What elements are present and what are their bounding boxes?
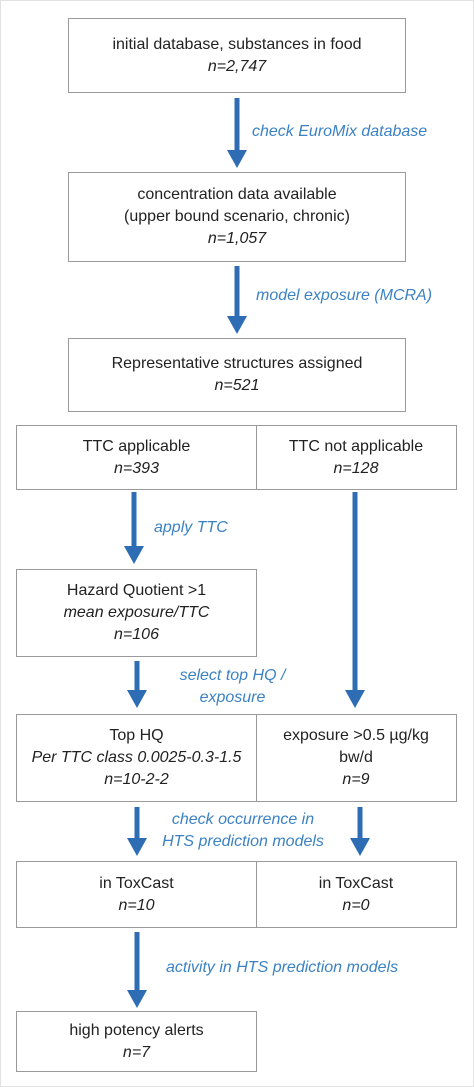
arrow-5 [127, 661, 147, 708]
high-potency-alerts-box: high potency alerts n=7 [16, 1011, 257, 1072]
step-model-exposure: model exposure (MCRA) [256, 287, 433, 304]
toxcast-right-box: in ToxCast n=0 [255, 861, 457, 928]
ttc-not-applicable-box: TTC not applicable n=128 [255, 425, 457, 490]
toxcast-right-count: n=0 [342, 896, 370, 914]
toxcast-left-title: in ToxCast [99, 874, 174, 892]
ttc-not-applicable-title: TTC not applicable [288, 437, 424, 455]
top-hq-title: Top HQ [109, 727, 164, 744]
toxcast-right-title: in ToxCast [318, 874, 394, 892]
exposure-box: exposure >0.5 µg/kg bw/d n=9 [255, 714, 457, 802]
step-activity-hts: activity in HTS prediction models [166, 959, 399, 976]
arrow-4 [345, 492, 365, 708]
concentration-box: concentration data available (upper boun… [68, 172, 406, 262]
top-hq-count: n=10-2-2 [104, 771, 169, 788]
initial-count: n=2,747 [207, 57, 267, 75]
step-check-euromix: check EuroMix database [252, 123, 428, 140]
concentration-count: n=1,057 [207, 230, 267, 247]
exposure-line1: exposure >0.5 µg/kg [283, 727, 429, 744]
concentration-line1: concentration data available [137, 186, 337, 203]
step-occurrence-line2: HTS prediction models [162, 833, 324, 850]
initial-database-box: initial database, substances in food n=2… [68, 18, 406, 93]
representative-box: Representative structures assigned n=521 [68, 338, 406, 412]
arrow-1 [227, 98, 247, 168]
step-select-top-hq: select top HQ / exposure [160, 665, 305, 709]
step-occurrence-line1: check occurrence in [171, 811, 315, 828]
ttc-applicable-count: n=393 [114, 459, 159, 477]
arrow-8 [127, 932, 147, 1008]
top-hq-subtitle: Per TTC class 0.0025-0.3-1.5 [31, 749, 242, 766]
alerts-title: high potency alerts [69, 1021, 204, 1039]
step-apply-ttc: apply TTC [154, 519, 228, 536]
representative-title: Representative structures assigned [111, 355, 363, 372]
alerts-count: n=7 [122, 1043, 151, 1061]
arrow-7 [350, 807, 370, 856]
top-hq-box: Top HQ Per TTC class 0.0025-0.3-1.5 n=10… [16, 714, 257, 802]
exposure-count: n=9 [342, 771, 370, 788]
step-select-line1: select top HQ / [179, 667, 286, 684]
step-check-occurrence: check occurrence in HTS prediction model… [143, 809, 343, 853]
toxcast-left-box: in ToxCast n=10 [16, 861, 257, 928]
ttc-not-applicable-count: n=128 [333, 459, 379, 477]
hazard-subtitle: mean exposure/TTC [63, 604, 210, 621]
toxcast-left-count: n=10 [118, 896, 155, 914]
exposure-line2: bw/d [339, 749, 373, 766]
hazard-title: Hazard Quotient >1 [66, 582, 207, 599]
hazard-count: n=106 [114, 626, 159, 643]
concentration-line2: (upper bound scenario, chronic) [124, 208, 350, 225]
arrow-2 [227, 266, 247, 334]
ttc-applicable-title: TTC applicable [82, 437, 191, 455]
hazard-quotient-box: Hazard Quotient >1 mean exposure/TTC n=1… [16, 569, 257, 657]
ttc-applicable-box: TTC applicable n=393 [16, 425, 257, 490]
initial-title: initial database, substances in food [112, 35, 362, 53]
arrow-3 [124, 492, 144, 564]
representative-count: n=521 [214, 377, 260, 394]
step-select-line2: exposure [199, 689, 266, 706]
arrow-6 [127, 807, 147, 856]
